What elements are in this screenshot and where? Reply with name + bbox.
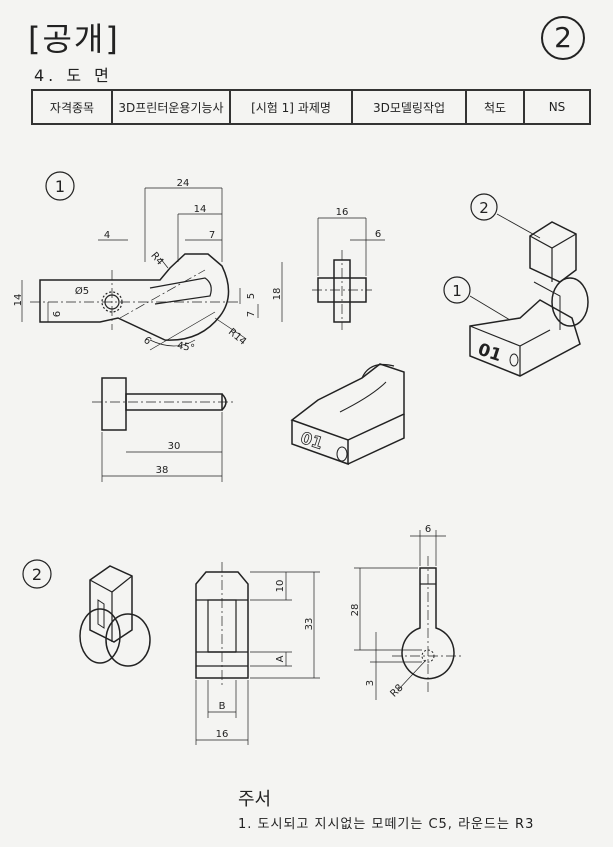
dim-b: B [219, 701, 226, 712]
sheet-subtitle: 4. 도 면 [34, 66, 113, 85]
dim-14-top: 14 [194, 204, 207, 215]
notes-line-1: 1. 도시되고 지시없는 모떼기는 C5, 라운드는 R3 [238, 817, 535, 832]
cell-qualification-label: 자격종목 [31, 89, 113, 125]
dim-28: 28 [350, 604, 361, 617]
dim-dia5: Ø5 [75, 285, 89, 297]
cell-qualification-value: 3D프린터운용기능사 [111, 89, 231, 125]
dim-r14: R14 [226, 327, 248, 348]
part1-label: 1 [55, 177, 65, 196]
dim-30: 30 [168, 441, 181, 452]
dim-6-part2: 6 [425, 524, 431, 535]
title-block-row: 자격종목 3D프린터운용기능사 [시험 1] 과제명 3D모델링작업 척도 NS [31, 89, 591, 125]
dim-7-right: 7 [246, 311, 257, 317]
dim-14-left: 14 [13, 294, 24, 307]
title-block-table: 자격종목 3D프린터운용기능사 [시험 1] 과제명 3D모델링작업 척도 NS [31, 89, 591, 125]
cell-task-label: [시험 1] 과제명 [229, 89, 353, 125]
notes-title: 주서 [238, 789, 272, 810]
dim-24: 24 [177, 178, 190, 189]
assembly-engraving: 01 [475, 340, 504, 366]
part1-label-group: 1 [45, 171, 75, 201]
sheet-title: [공개] [28, 20, 120, 58]
part1-isometric-view: 01 [290, 363, 405, 466]
part1-iso-engraving: 01 [298, 428, 325, 453]
dim-3: 3 [365, 680, 376, 686]
dim-4: 4 [104, 230, 110, 241]
dim-38: 38 [156, 465, 169, 476]
assembly-isometric-view: 2 1 01 [443, 193, 589, 377]
part2-label: 2 [32, 565, 42, 584]
dim-16: 16 [336, 207, 349, 218]
assembly-callout-2: 2 [479, 199, 489, 217]
part1-side-view: 16 6 [312, 207, 385, 330]
dim-45deg: 45° [176, 341, 195, 355]
dim-6-side: 6 [375, 229, 381, 240]
dim-33: 33 [304, 618, 315, 631]
dim-r4: R4 [148, 250, 165, 267]
dim-18: 18 [272, 288, 283, 301]
dim-16-part2: 16 [216, 729, 229, 740]
part1-front-view: 24 14 4 7 R4 Ø5 14 6 5 7 18 6 45° R14 [13, 178, 283, 354]
assembly-callout-1: 1 [452, 282, 462, 300]
part2-label-group: 2 [22, 559, 52, 589]
dim-a: A [275, 655, 286, 662]
part2-front-view: 10 33 A B 16 [195, 562, 320, 745]
cell-scale-label: 척도 [465, 89, 525, 125]
dim-5: 5 [246, 293, 257, 299]
dim-10: 10 [275, 580, 286, 593]
part2-side-view: 6 28 3 R8 [350, 524, 464, 700]
cell-task-value: 3D모델링작업 [351, 89, 467, 125]
part2-isometric-view [79, 565, 151, 667]
sheet-number-badge: 2 [541, 16, 585, 60]
part1-top-view: 30 38 [92, 377, 236, 482]
dim-6-left: 6 [52, 311, 63, 317]
dim-7-top: 7 [209, 230, 215, 241]
dim-6-bottom: 6 [141, 335, 153, 348]
cell-scale-value: NS [523, 89, 591, 125]
